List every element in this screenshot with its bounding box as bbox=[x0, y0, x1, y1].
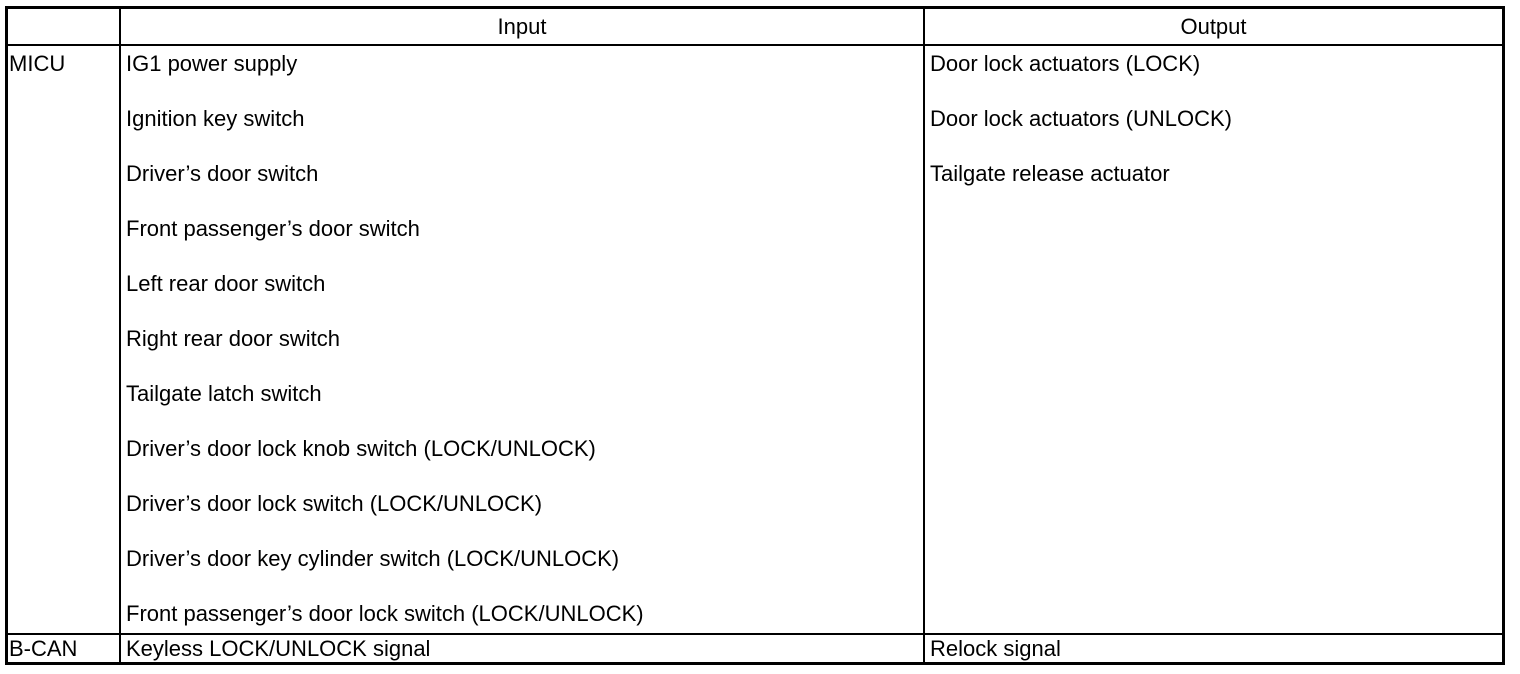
list-item: Front passenger’s door switch bbox=[126, 216, 420, 241]
header-input: Input bbox=[121, 9, 925, 44]
input-cell: IG1 power supply Ignition key switch Dri… bbox=[121, 44, 925, 633]
list-item: Ignition key switch bbox=[126, 106, 305, 131]
table-row-micu: MICU IG1 power supply Ignition key switc… bbox=[8, 44, 1502, 635]
row-label-cell: B-CAN bbox=[8, 633, 121, 662]
list-item: Tailgate release actuator bbox=[930, 161, 1170, 186]
header-row: Input Output bbox=[8, 9, 1502, 46]
list-item: Tailgate latch switch bbox=[126, 381, 322, 406]
io-table: Input Output MICU IG1 power supply Ignit… bbox=[5, 6, 1505, 665]
input-cell: Keyless LOCK/UNLOCK signal bbox=[121, 633, 925, 662]
list-item: Left rear door switch bbox=[126, 271, 326, 296]
list-item: Driver’s door lock knob switch (LOCK/UNL… bbox=[126, 436, 596, 461]
list-item: IG1 power supply bbox=[126, 51, 298, 76]
list-item: Door lock actuators (LOCK) bbox=[930, 51, 1201, 76]
row-label-cell: MICU bbox=[8, 44, 121, 633]
output-cell: Relock signal bbox=[925, 633, 1502, 662]
list-item: Driver’s door switch bbox=[126, 161, 319, 186]
row-label: B-CAN bbox=[9, 636, 78, 661]
row-label: MICU bbox=[9, 51, 66, 76]
list-item: Relock signal bbox=[930, 636, 1061, 661]
list-item: Front passenger’s door lock switch (LOCK… bbox=[126, 601, 644, 626]
input-list: IG1 power supply Ignition key switch Dri… bbox=[126, 51, 644, 656]
list-item: Driver’s door lock switch (LOCK/UNLOCK) bbox=[126, 491, 543, 516]
output-list: Door lock actuators (LOCK) Door lock act… bbox=[930, 51, 1232, 216]
list-item: Door lock actuators (UNLOCK) bbox=[930, 106, 1232, 131]
list-item: Driver’s door key cylinder switch (LOCK/… bbox=[126, 546, 620, 571]
header-blank-cell bbox=[8, 9, 121, 44]
header-output: Output bbox=[1180, 13, 1247, 39]
list-item: Keyless LOCK/UNLOCK signal bbox=[126, 636, 431, 661]
table-row-bcan: B-CAN Keyless LOCK/UNLOCK signal Relock … bbox=[8, 633, 1502, 662]
list-item: Right rear door switch bbox=[126, 326, 340, 351]
output-cell: Door lock actuators (LOCK) Door lock act… bbox=[925, 44, 1502, 633]
